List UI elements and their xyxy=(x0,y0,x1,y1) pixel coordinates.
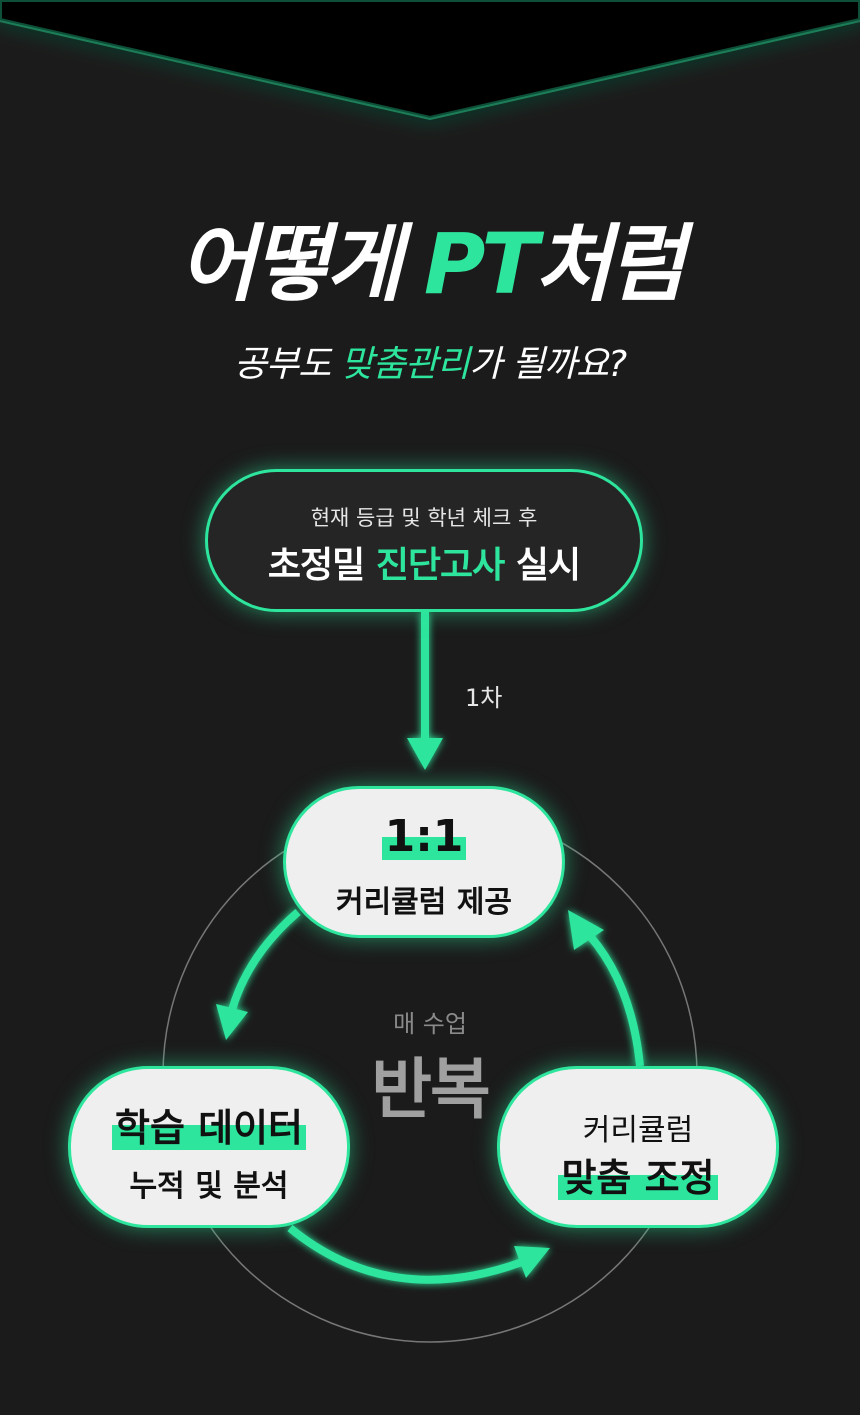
arrow-b-to-c xyxy=(287,1224,524,1284)
repeat-subtitle: 매 수업 xyxy=(393,1010,467,1038)
step-custom-adjust: 커리큘럼 맞춤 조정 xyxy=(497,1066,779,1228)
arrow-a-to-b xyxy=(228,908,301,1012)
step-top-subtitle: 현재 등급 및 학년 체크 후 xyxy=(310,506,538,530)
headline: 어떻게 PT처럼 xyxy=(0,222,860,306)
subline-part2: 가 될까요? xyxy=(469,344,627,385)
headline-accent: PT xyxy=(423,215,539,313)
subline: 공부도 맞춤관리가 될까요? xyxy=(0,335,860,387)
top-chevron-band xyxy=(0,0,860,121)
step-top-title-accent: 진단고사 xyxy=(375,545,505,586)
step-a-highlight: 1:1 xyxy=(381,811,467,862)
step-curriculum: 1:1 커리큘럼 제공 xyxy=(283,786,565,938)
headline-part1: 어떻게 xyxy=(178,215,424,313)
step-top-title: 초정밀 진단고사 실시 xyxy=(208,536,640,588)
repeat-title: 반복 xyxy=(371,1051,490,1128)
step-b-highlight: 학습 데이터 xyxy=(71,1097,347,1152)
step-b-text: 누적 및 분석 xyxy=(129,1169,289,1204)
arrow-c-to-a xyxy=(586,933,644,1067)
step-c-highlight: 맞춤 조정 xyxy=(500,1147,776,1202)
step-diagnostic-test: 현재 등급 및 학년 체크 후 초정밀 진단고사 실시 xyxy=(205,469,643,612)
first-round-label: 1차 xyxy=(465,684,503,712)
arrow-c-to-a-head xyxy=(568,910,604,950)
step-top-title-part1: 초정밀 xyxy=(267,545,376,586)
arrow-b-to-c-head xyxy=(514,1246,550,1278)
arrow-a-to-b-head xyxy=(216,1004,248,1040)
down-arrow-head xyxy=(407,738,443,770)
headline-part2: 처럼 xyxy=(534,215,686,313)
subline-accent: 맞춤관리 xyxy=(340,344,470,385)
step-top-title-part2: 실시 xyxy=(504,545,581,586)
step-c-text: 커리큘럼 xyxy=(582,1113,694,1148)
step-learning-data: 학습 데이터 누적 및 분석 xyxy=(68,1066,350,1228)
subline-part1: 공부도 xyxy=(233,344,341,385)
step-a-text: 커리큘럼 제공 xyxy=(335,885,513,920)
